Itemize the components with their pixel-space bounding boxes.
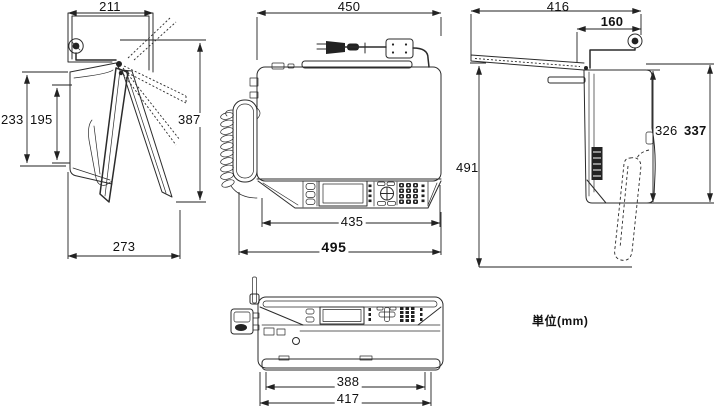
front-body: [249, 60, 442, 182]
dim-label-160: 160: [600, 14, 624, 29]
unit-label: 単位(mm): [532, 314, 589, 328]
nav-pad: [377, 181, 396, 206]
dim-label-416: 416: [546, 0, 570, 14]
handset: [220, 99, 261, 199]
function-dots-left: [368, 184, 372, 203]
dim-label-417: 417: [334, 391, 362, 406]
right-dimension-lines: [470, 7, 714, 204]
thumbscrew-icon: [68, 38, 117, 61]
display: [318, 180, 368, 207]
dim-label-388: 388: [334, 374, 362, 389]
panel-key: [305, 191, 316, 198]
handset-cradle: [230, 308, 260, 335]
nav-pad-top: [376, 306, 397, 322]
tilting-display-positions: [99, 65, 187, 203]
dim-label-195: 195: [30, 112, 53, 127]
open-cover-side: [470, 54, 585, 71]
dim-label-495: 495: [319, 239, 349, 255]
ac-adapter: [385, 38, 414, 59]
thumbscrew-icon: [589, 33, 643, 69]
function-dots-right: [421, 184, 425, 203]
side-body: [583, 66, 656, 204]
left-dimension-lines: [20, 10, 206, 259]
front-view: [220, 10, 632, 268]
dim-label-233: 233: [1, 112, 24, 127]
left-side-view: [20, 10, 206, 259]
right-side-view: [470, 7, 714, 261]
keypad-top: [400, 307, 415, 322]
panel-key: [305, 183, 316, 190]
dim-label-387: 387: [176, 112, 203, 127]
top-control-panel: [305, 306, 423, 325]
dim-label-337: 337: [684, 123, 707, 138]
keypad-side-profile: [591, 147, 603, 180]
top-body: [257, 296, 444, 371]
dim-label-326: 326: [655, 123, 678, 138]
paper-shelf: [547, 76, 586, 84]
open-cover: [67, 12, 177, 73]
dim-label-273: 273: [112, 239, 136, 254]
dim-label-491: 491: [456, 160, 479, 175]
front-dimension-lines: [238, 10, 632, 268]
handset-hidden-outline: [614, 149, 650, 261]
panel-key: [305, 198, 316, 205]
dim-label-450: 450: [337, 0, 361, 14]
power-cord: [316, 38, 430, 68]
display: [319, 306, 365, 325]
coiled-cord: [220, 112, 235, 188]
dim-label-435: 435: [338, 214, 366, 229]
numeric-keypad: [399, 183, 418, 204]
control-panel: [256, 178, 442, 209]
top-view: [230, 276, 444, 406]
dim-label-211: 211: [99, 0, 121, 14]
antenna: [249, 276, 260, 305]
